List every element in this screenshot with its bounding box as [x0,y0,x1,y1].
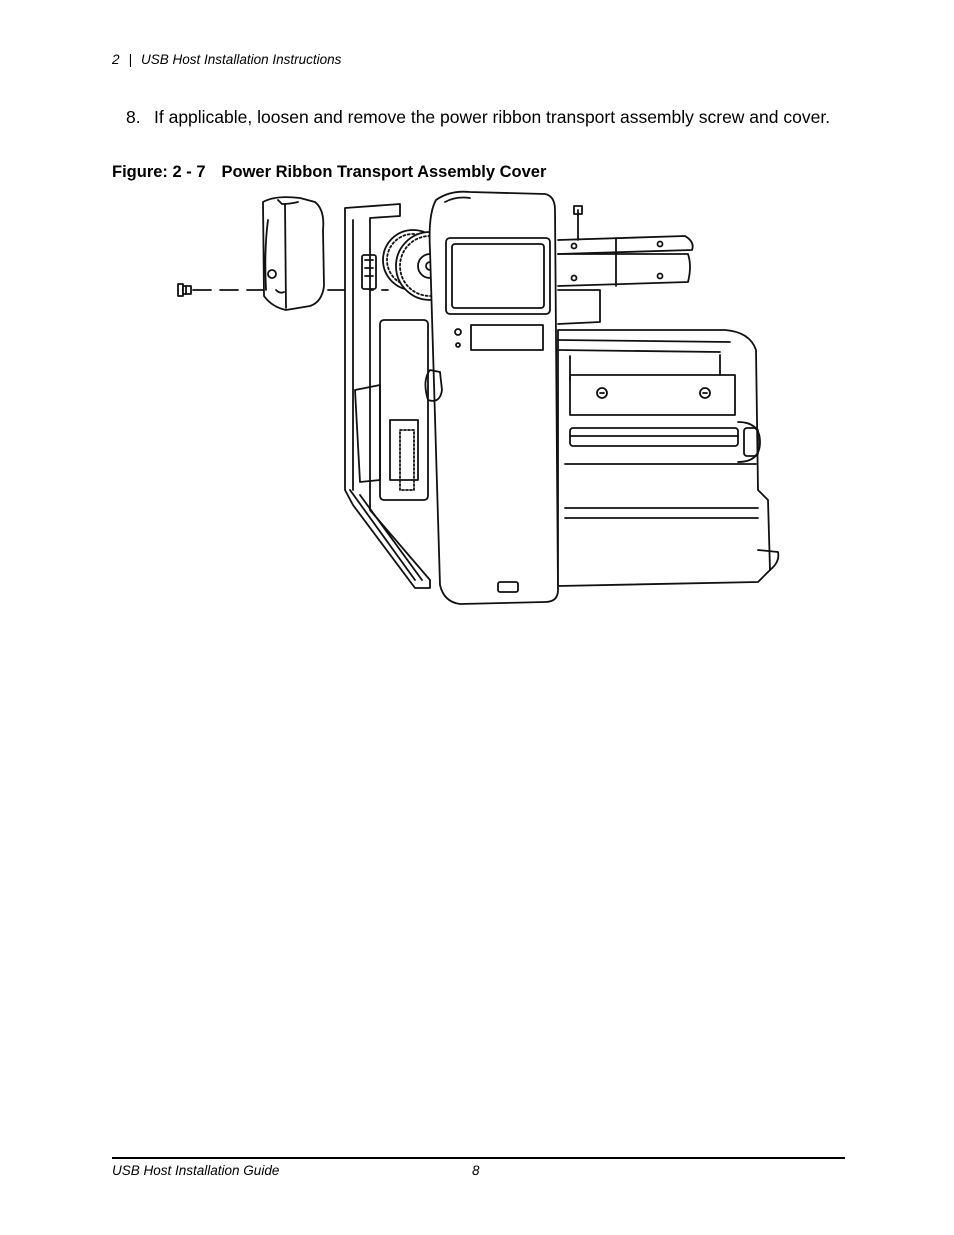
ribbon-cover-icon [262,196,325,311]
figure-caption: Figure: 2 - 7 Power Ribbon Transport Asse… [112,163,546,182]
printer-illustration [160,190,800,620]
step-number: 8. [126,107,141,127]
running-header: 2 | USB Host Installation Instructions [112,52,341,67]
footer-page-number: 8 [472,1163,480,1178]
section-title: USB Host Installation Instructions [141,52,342,67]
footer-guide-title: USB Host Installation Guide [112,1163,280,1178]
screw-icon [177,283,192,297]
figure-label: Figure: 2 - 7 [112,163,206,181]
footer-rule [112,1157,845,1159]
printer-body-icon [344,190,780,605]
step-text: If applicable, loosen and remove the pow… [154,107,831,127]
chapter-number: 2 [112,52,120,67]
figure-title: Power Ribbon Transport Assembly Cover [221,163,547,181]
header-separator: | [128,52,133,67]
